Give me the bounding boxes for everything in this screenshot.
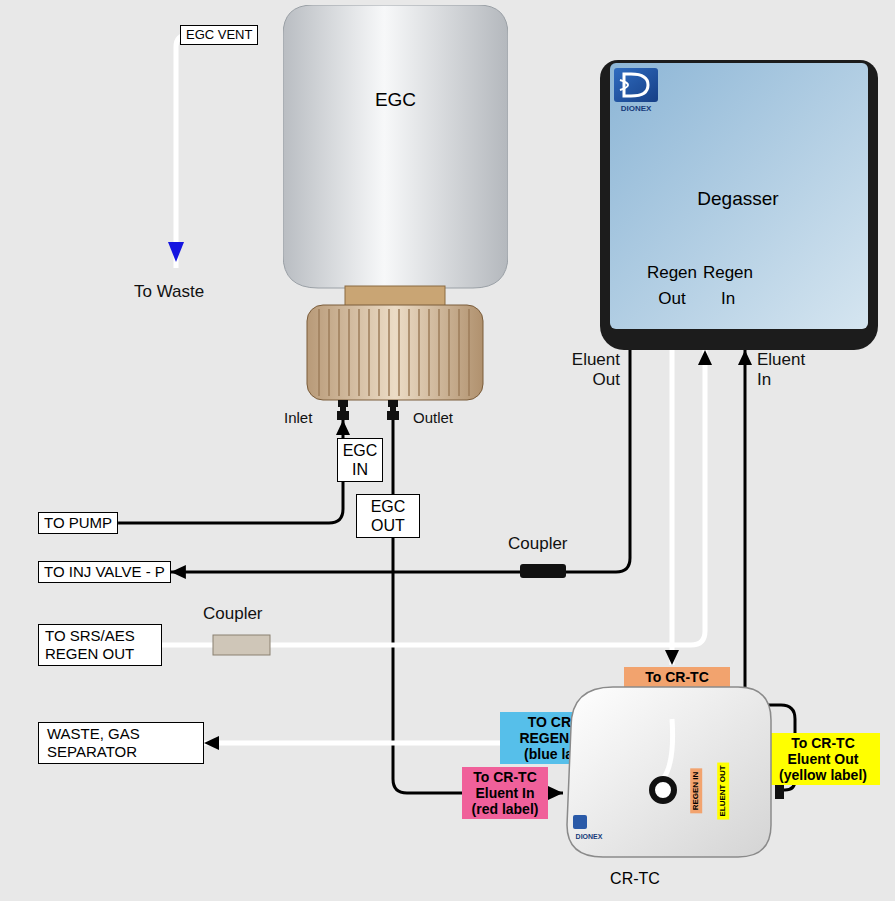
node-text: To CR-TC Eluent Out (yellow label) (773, 735, 873, 783)
drawing-part (663, 719, 673, 779)
part-label: Inlet (284, 409, 312, 427)
node-text: To CR-TC Eluent In (red label) (465, 769, 545, 817)
vent-tube (176, 35, 188, 268)
drawing-part (573, 815, 587, 829)
nut-rib (338, 309, 340, 396)
nut-rib (398, 309, 400, 396)
nut-rib (368, 309, 370, 396)
node-text: Regen In (700, 260, 756, 312)
label-box: EGC VENT (180, 25, 258, 45)
node-text: Regen Out (644, 260, 700, 312)
fitting-symbol (390, 407, 396, 411)
drawing-part (620, 80, 628, 90)
nut-rib (378, 309, 380, 396)
label-box: TO SRS/AES REGEN OUT (38, 624, 162, 666)
reagent-bottle: EGC (283, 5, 508, 420)
nut-rib (448, 309, 450, 396)
fitting-symbol (388, 400, 398, 407)
label-box: EGC IN (337, 438, 383, 482)
part-label: Coupler (203, 604, 263, 624)
callout-tag: To CR-TC Eluent In (red label) (462, 767, 548, 819)
drawing-part (614, 68, 658, 102)
trap-column: DIONEXREGEN INELUENT OUTCR-TC (563, 665, 775, 860)
nut-rib (438, 309, 440, 396)
coupler-symbol (213, 635, 270, 655)
nut-rib (358, 309, 360, 396)
part-label: Outlet (413, 409, 453, 427)
drawing-part (283, 5, 508, 288)
bottle-drawing (283, 5, 508, 420)
tubing-connector (118, 420, 343, 523)
node-text: EGC OUT (363, 497, 413, 535)
node-text: WASTE, GAS SEPARATOR (47, 725, 147, 761)
node-text: TO SRS/AES REGEN OUT (45, 627, 155, 663)
node-text: REGEN IN (690, 769, 702, 814)
label-box: TO PUMP (38, 512, 118, 534)
node-text: CR-TC (605, 869, 665, 888)
node-text: EGC IN (341, 441, 379, 479)
part-label: To Waste (134, 282, 204, 302)
label-box: EGC OUT (356, 494, 420, 538)
part-label: Coupler (508, 534, 568, 554)
fitting-symbol (775, 783, 784, 799)
nut-rib (418, 309, 420, 396)
nut-rib (458, 309, 460, 396)
part-label: Eluent In (757, 350, 819, 391)
fitting-symbol (387, 411, 399, 420)
node-text: EGC (283, 89, 508, 112)
nut-rib (318, 309, 320, 396)
node-text: ELUENT OUT (717, 762, 729, 819)
tubing-connector (670, 350, 675, 665)
nut-rib (428, 309, 430, 396)
flow-arrow (168, 242, 184, 262)
node-text: EGC VENT (186, 27, 252, 43)
node-text: DIONEX (567, 833, 611, 841)
nut-rib (388, 309, 390, 396)
node-text: DIONEX (612, 104, 660, 114)
fitting-symbol (340, 407, 346, 411)
drawing-part (610, 63, 868, 329)
coupler-symbol (520, 564, 566, 578)
node-text: TO PUMP (44, 514, 112, 532)
part-label: Eluent Out (556, 350, 620, 391)
drawing-part (307, 305, 483, 400)
callout-tag: To CR-TC Eluent Out (yellow label) (766, 733, 880, 785)
drawing-part (345, 286, 445, 306)
nut-rib (468, 309, 470, 396)
node-text: Degasser (678, 188, 798, 211)
fitting-symbol (337, 411, 349, 420)
label-box: WASTE, GAS SEPARATOR (38, 722, 204, 764)
node-text: TO INJ VALVE - P (44, 563, 165, 581)
drawing-part (567, 687, 771, 857)
nut-rib (348, 309, 350, 396)
label-box: TO INJ VALVE - P (38, 561, 171, 583)
fitting-symbol (338, 400, 348, 407)
degasser-unit: DIONEX DegasserRegen OutRegen In (600, 60, 878, 350)
nut-rib (408, 309, 410, 396)
nut-rib (328, 309, 330, 396)
drawing-part (652, 779, 674, 801)
cartridge-drawing (563, 665, 775, 860)
